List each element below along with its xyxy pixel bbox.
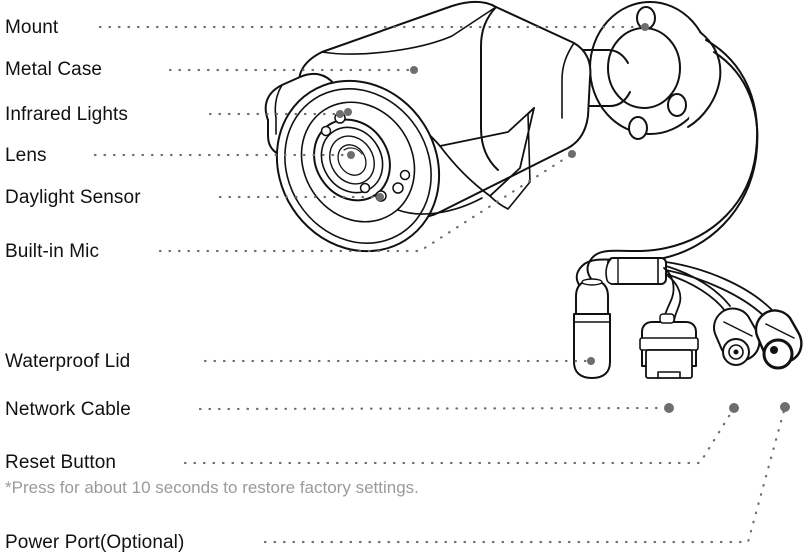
sun-shield	[264, 72, 535, 210]
label-daylight-sensor: Daylight Sensor	[5, 187, 141, 208]
branch-cables	[663, 261, 773, 323]
rj45-connector	[639, 313, 699, 379]
dot-metal-case	[410, 66, 418, 74]
daylight-sensor	[344, 108, 352, 116]
label-network-cable: Network Cable	[5, 399, 131, 420]
tail-cable	[575, 39, 759, 299]
reset-button-connector	[713, 307, 761, 366]
power-port-connector	[754, 309, 803, 370]
dot-network-cable	[664, 403, 674, 413]
leader-endpoint-dots	[336, 23, 790, 413]
dot-daylight-sensor	[376, 193, 384, 201]
cable-splitter	[605, 257, 667, 285]
reset-button-note: *Press for about 10 seconds to restore f…	[5, 478, 419, 497]
label-mount: Mount	[5, 17, 59, 38]
dot-infrared-lights	[336, 110, 344, 118]
label-metal-case: Metal Case	[5, 59, 103, 80]
leader-reset-button	[183, 406, 736, 465]
dot-power-port	[780, 402, 790, 412]
leader-network-cable	[198, 406, 671, 411]
leader-power-port	[263, 405, 787, 544]
label-reset-button: Reset Button	[5, 452, 117, 473]
leader-lines	[93, 25, 787, 544]
dot-lens	[347, 151, 355, 159]
label-built-in-mic: Built-in Mic	[5, 241, 100, 262]
waterproof-lid	[573, 278, 611, 379]
lens-assembly	[313, 118, 391, 202]
metal-case-underside	[397, 197, 483, 215]
dot-reset-button	[729, 403, 739, 413]
dot-mount	[641, 23, 649, 31]
label-power-port: Power Port(Optional)	[5, 532, 185, 553]
dot-built-in-mic	[568, 150, 576, 158]
label-infrared-lights: Infrared Lights	[5, 104, 128, 125]
dot-waterproof-lid	[587, 357, 595, 365]
label-lens: Lens	[5, 145, 47, 166]
label-waterproof-lid: Waterproof Lid	[5, 351, 131, 372]
mount-plate	[589, 1, 722, 140]
leader-built-in-mic	[158, 152, 574, 253]
